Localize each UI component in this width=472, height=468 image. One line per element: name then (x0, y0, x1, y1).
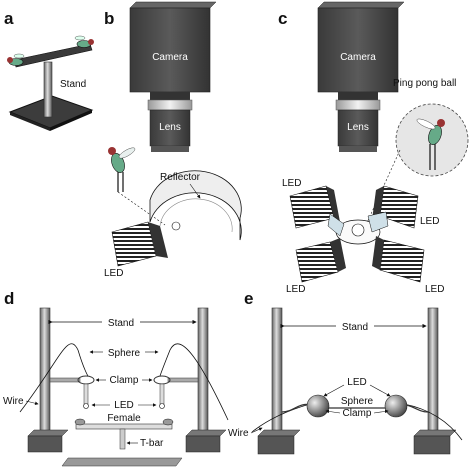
stand-label: Stand (342, 322, 368, 333)
led-label-e: LED (347, 377, 366, 388)
t-bar-label: T-bar (140, 438, 164, 449)
stand-pole (43, 61, 53, 118)
wire-label-d: Wire (3, 396, 24, 407)
lens-label: Lens (159, 122, 181, 133)
clamp (281, 403, 429, 413)
led-heatsink (295, 238, 346, 283)
fly-icon (162, 418, 174, 426)
fly-icon (74, 418, 86, 426)
reflector (149, 170, 242, 241)
camera: Camera (129, 1, 217, 93)
ping-pong-ball-label: Ping pong ball (393, 78, 456, 89)
panel-a: a Stand (4, 9, 94, 131)
stand-base (185, 435, 221, 453)
panel-c: c Camera Lens Ping pong ball (278, 1, 469, 295)
led-label-d: LED (114, 400, 133, 411)
stand-label: Stand (108, 318, 134, 329)
clamp (77, 375, 95, 385)
panel-letter-e: e (244, 289, 253, 308)
camera: Camera (317, 1, 405, 93)
panel-letter-a: a (4, 9, 14, 28)
lens: Lens (147, 92, 193, 152)
clamp-label: Clamp (343, 408, 372, 419)
sphere-led (306, 394, 330, 418)
led (159, 403, 165, 409)
panel-letter-c: c (278, 9, 287, 28)
clamp (153, 375, 171, 385)
clamp-label: Clamp (110, 375, 139, 386)
led-label-b: LED (104, 268, 123, 279)
wire (403, 403, 463, 441)
sphere-label: Sphere (341, 396, 374, 407)
panel-b: b Camera Lens Reflect (104, 1, 242, 279)
camera-label: Camera (340, 52, 376, 63)
led-label-c1: LED (282, 178, 301, 189)
reflector-label: Reflector (160, 172, 201, 183)
sphere-led (384, 394, 408, 418)
tethered-fly-icon (416, 118, 445, 170)
wire-label-e: Wire (228, 428, 249, 439)
led (83, 403, 89, 409)
tethered-fly-icon (108, 147, 136, 192)
panel-letter-d: d (4, 289, 14, 308)
lens: Lens (335, 92, 381, 152)
stand-label: Stand (60, 79, 86, 90)
stand-base (413, 435, 451, 455)
t-bar (119, 428, 126, 450)
female-label: Female (107, 413, 141, 424)
panel-e: e Stand LED Sphere Clamp Wire (228, 289, 463, 455)
led-heatsink (289, 185, 345, 237)
led-label-c4: LED (425, 284, 444, 295)
panel-d: d Stand Sphere Clamp LED (3, 289, 229, 467)
stand-crossbar (13, 43, 93, 68)
wire (159, 343, 229, 421)
lens-label: Lens (347, 122, 369, 133)
led-heatsink (111, 221, 168, 267)
camera-label: Camera (152, 52, 188, 63)
led-heatsink (367, 185, 419, 233)
stand-base (257, 435, 295, 455)
wire (19, 343, 89, 413)
female-holder-bar (75, 423, 173, 430)
fly-icon (74, 35, 94, 48)
sphere-label: Sphere (108, 348, 141, 359)
led-heatsink (372, 236, 425, 283)
panel-letter-b: b (104, 9, 114, 28)
led-label-c2: LED (420, 216, 439, 227)
wire (251, 403, 311, 433)
stand-base (27, 435, 63, 453)
fly-icon (7, 53, 25, 66)
led-label-c3: LED (286, 284, 305, 295)
